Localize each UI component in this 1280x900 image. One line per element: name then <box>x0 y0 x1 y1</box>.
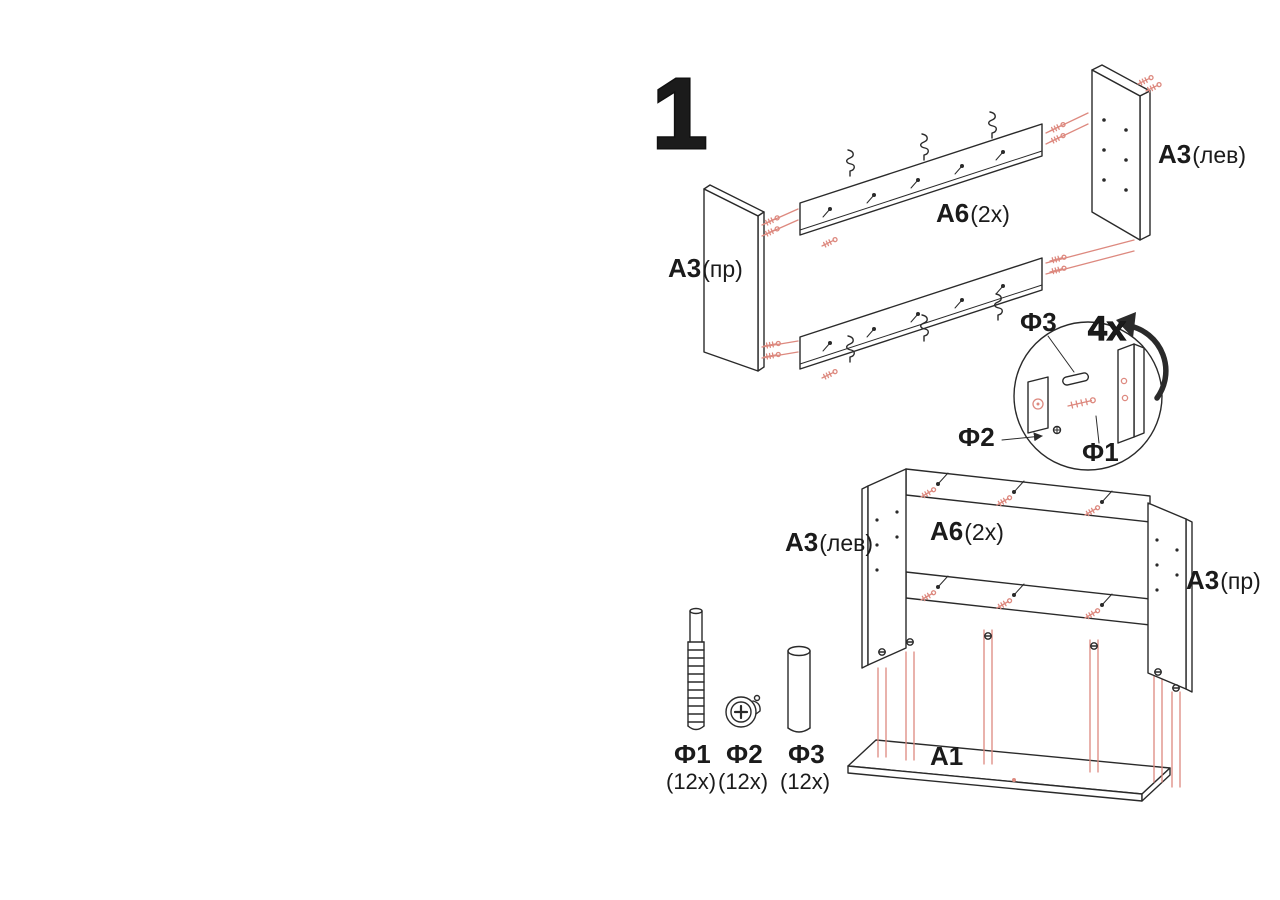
hardware-item-f1: Ф1 (12x) <box>666 607 716 794</box>
base-panel <box>847 739 1171 802</box>
label-panel-left-exploded: A3(лев) <box>1158 139 1246 169</box>
assembled-view: A3(лев) A6(2x) A3(пр) A1 <box>785 468 1261 802</box>
hardware-item-f2: Ф2 (12x) <box>718 694 768 794</box>
label-f3-detail: Ф3 <box>1020 307 1057 337</box>
cam-icon <box>1090 642 1098 650</box>
hardware-item-f3: Ф3 (12x) <box>780 645 830 794</box>
label-rail-exploded: A6(2x) <box>936 198 1010 228</box>
exploded-view: A3(пр) A3(лев) A6(2x) <box>668 64 1246 381</box>
rail-lower-assembled <box>905 571 1151 626</box>
label-f2: Ф2 <box>726 739 763 769</box>
leader-f1 <box>1095 415 1100 444</box>
label-base-panel: A1 <box>930 741 963 771</box>
arrow-f2 <box>1001 432 1043 442</box>
dowel-icon <box>787 645 811 733</box>
label-f2-detail: Ф2 <box>958 422 995 452</box>
screw-icon <box>820 235 839 249</box>
panel-right-exploded <box>703 184 765 372</box>
screw-icon <box>762 214 781 227</box>
screw-icon <box>1136 73 1155 87</box>
label-rail-assembled: A6(2x) <box>930 516 1004 546</box>
panel-left-exploded <box>1091 64 1151 241</box>
euro-screw-icon <box>687 607 705 731</box>
cam-fittings <box>878 632 1180 692</box>
label-multiplier: 4x <box>1088 310 1126 348</box>
qty-f1: (12x) <box>666 769 716 794</box>
guide-lines-assembled <box>877 629 1181 788</box>
hook-icon <box>920 133 929 161</box>
repeat-arc <box>1127 323 1169 401</box>
screw-icon <box>1048 131 1067 145</box>
guide-lines-exploded <box>761 73 1163 381</box>
cam-detail <box>1027 376 1062 435</box>
screw-icon <box>1048 120 1067 134</box>
cam-lock-icon <box>725 694 761 728</box>
panel-left-assembled <box>861 468 907 669</box>
rail-lower-exploded <box>799 257 1043 370</box>
rail-upper-assembled <box>905 468 1151 523</box>
cam-icon <box>906 638 914 646</box>
qty-f3: (12x) <box>780 769 830 794</box>
callout-panel-edge <box>1117 343 1145 444</box>
step-number: 1 <box>652 58 708 170</box>
rail-lower-holes <box>822 284 1005 352</box>
hardware-legend: Ф1 (12x) Ф2 (12x) Ф3 (12x) <box>666 607 830 794</box>
label-panel-left-assembled: A3(лев) <box>785 527 873 557</box>
hook-icon <box>988 111 997 139</box>
hook-icon <box>846 149 855 177</box>
rail-upper-holes <box>822 150 1005 218</box>
repeat-arc-arrowhead <box>1116 312 1136 338</box>
cam-icon <box>1172 684 1180 692</box>
qty-f2: (12x) <box>718 769 768 794</box>
screw-detail <box>1067 397 1096 409</box>
screw-icon <box>762 225 781 238</box>
label-f1-detail: Ф1 <box>1082 437 1119 467</box>
screw-icon <box>820 367 839 381</box>
rail-upper-exploded <box>799 123 1043 236</box>
detail-callout: Ф3 4x Ф2 Ф1 <box>958 307 1169 471</box>
dowel-detail <box>1062 372 1090 386</box>
label-panel-right-exploded: A3(пр) <box>668 253 743 283</box>
leader-f3 <box>1047 335 1075 373</box>
cam-icon <box>984 632 992 640</box>
label-panel-right-assembled: A3(пр) <box>1186 565 1261 595</box>
panel-right-assembled <box>1147 502 1193 693</box>
label-f1: Ф1 <box>674 739 711 769</box>
label-f3: Ф3 <box>788 739 825 769</box>
